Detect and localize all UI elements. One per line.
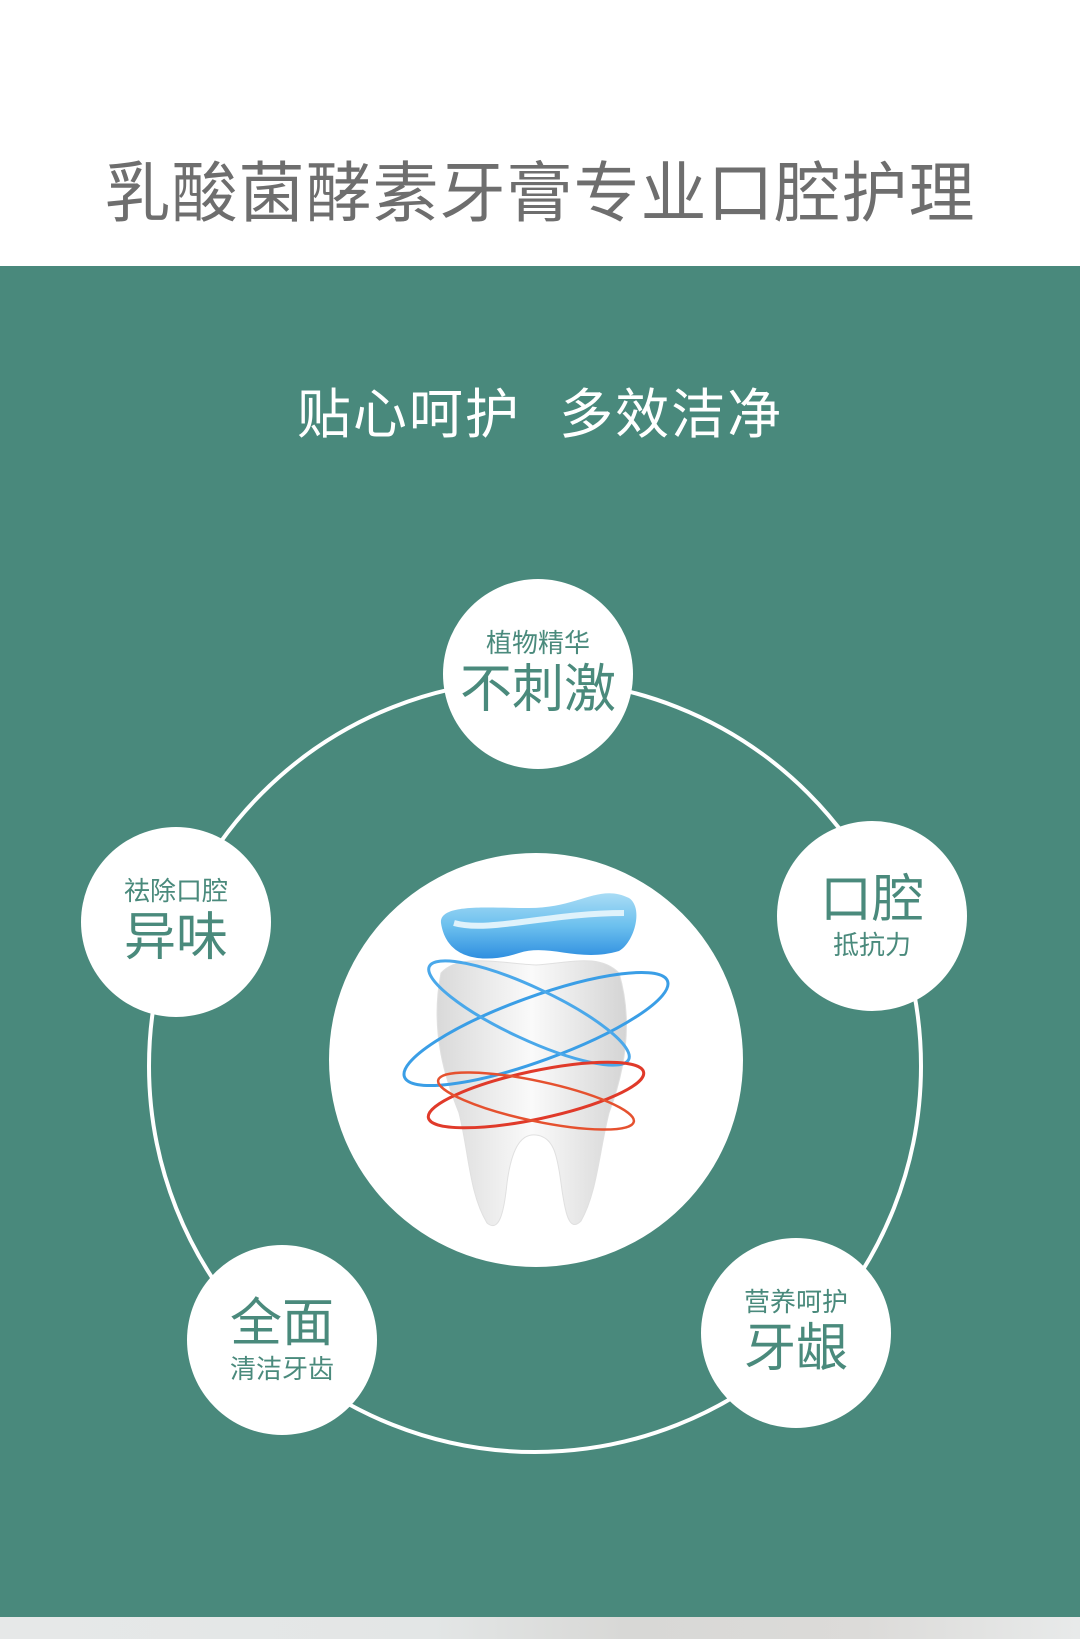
feature-headline: 口腔: [819, 870, 924, 930]
feature-caption: 抵抗力: [832, 931, 911, 961]
feature-headline: 不刺激: [459, 660, 616, 720]
feature-headline: 全面: [229, 1294, 334, 1354]
subtitle: 贴心呵护 多效洁净: [296, 383, 784, 446]
feature-headline: 牙龈: [743, 1319, 848, 1379]
feature-headline: 异味: [123, 908, 228, 968]
feature-no-irritation: 植物精华 不刺激: [443, 579, 633, 769]
tooth-illustration: [329, 853, 743, 1267]
feature-caption: 营养呵护: [743, 1288, 848, 1318]
feature-odor-removal: 祛除口腔 异味: [81, 827, 271, 1017]
feature-caption: 清洁牙齿: [229, 1355, 334, 1385]
feature-caption: 植物精华: [485, 629, 590, 659]
bottom-texture-strip: [0, 1617, 1080, 1639]
feature-oral-resistance: 口腔 抵抗力: [777, 821, 967, 1011]
feature-caption: 祛除口腔: [123, 877, 228, 907]
page-title: 乳酸菌酵素牙膏专业口腔护理: [104, 155, 976, 232]
feature-gum-care: 营养呵护 牙龈: [701, 1238, 891, 1428]
feature-full-cleaning: 全面 清洁牙齿: [187, 1245, 377, 1435]
